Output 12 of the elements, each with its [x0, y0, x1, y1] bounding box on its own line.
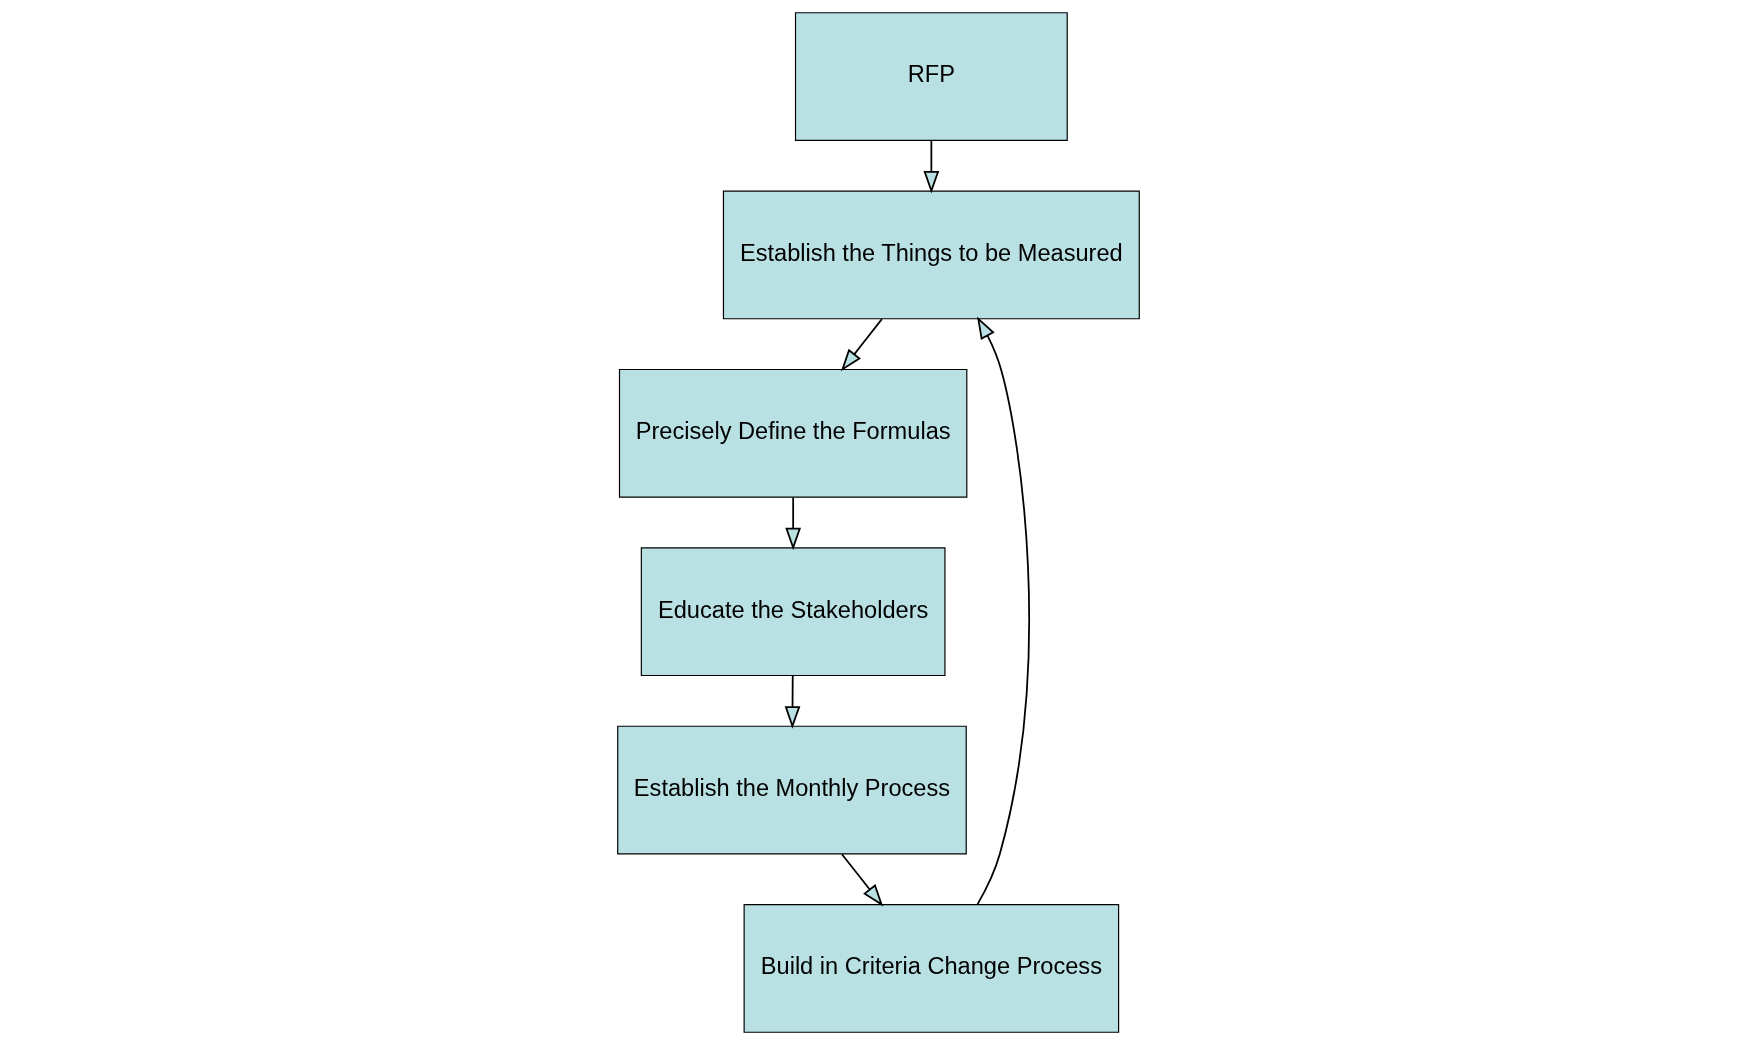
arrow [976, 316, 1030, 906]
arrow [841, 853, 884, 907]
arrow [785, 496, 801, 551]
arrow [923, 139, 940, 194]
node-box: Build in Criteria Change Process [743, 904, 1120, 1033]
node-box: Establish the Things to be Measured [722, 190, 1140, 320]
node-box: Educate the Stakeholders [640, 547, 946, 677]
node-box: RFP [794, 12, 1068, 141]
node-box: Precisely Define the Formulas [618, 368, 968, 498]
arrow [784, 675, 801, 729]
node-box: Establish the Monthly Process [617, 725, 967, 855]
arrow [840, 318, 883, 372]
